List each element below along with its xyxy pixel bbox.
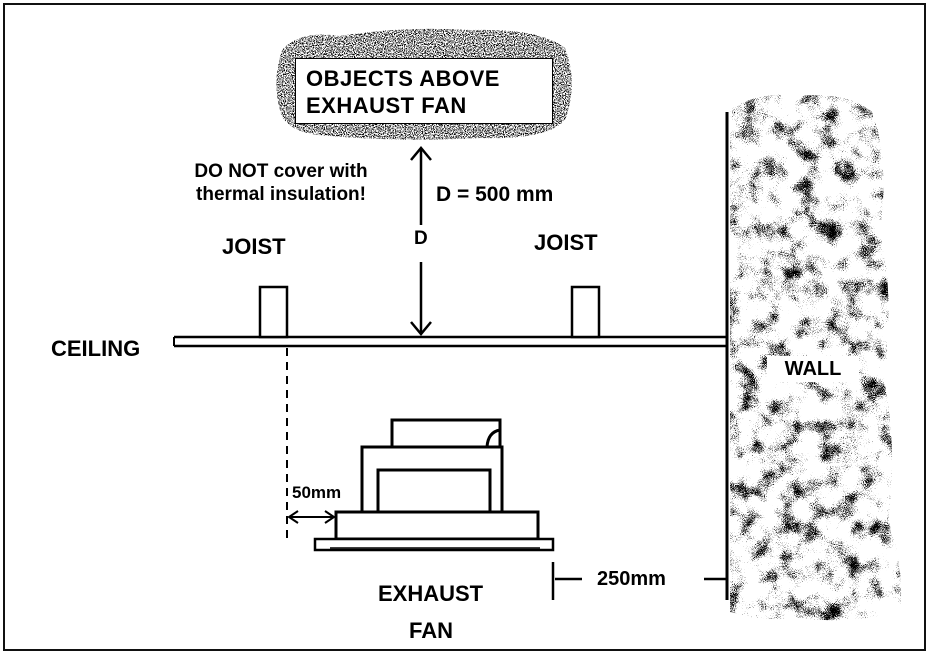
clearance-joist-label: 50mm [292, 483, 342, 502]
clearance-wall-label: 250mm [597, 568, 666, 590]
warning-line2: thermal insulation! [196, 184, 366, 205]
arrow-up-head [410, 146, 432, 161]
joist-left-shape [258, 285, 289, 339]
joist-right-shape [570, 285, 601, 339]
warning-line1: DO NOT cover with [194, 161, 368, 182]
objects-above-line2: EXHAUST FAN [306, 93, 467, 118]
fan-label-line2: FAN [409, 618, 453, 643]
distance-note: D = 500 mm [436, 183, 554, 206]
ceiling-label: CEILING [51, 336, 141, 361]
diagram-frame [3, 3, 926, 651]
arrow-down-head [410, 321, 432, 336]
exhaust-fan-shape [313, 418, 555, 552]
d-marker: D [414, 228, 428, 249]
objects-above-line1: OBJECTS ABOVE [306, 66, 500, 91]
joist-left-label: JOIST [222, 234, 286, 259]
wall-label: WALL [767, 356, 859, 382]
objects-above-box: OBJECTS ABOVE EXHAUST FAN [295, 58, 553, 124]
dim-50mm-head-left [287, 510, 299, 524]
fan-label-line1: EXHAUST [378, 581, 484, 606]
warning-note: DO NOT cover with thermal insulation! [160, 160, 402, 206]
dim-50mm-head-right [324, 510, 336, 524]
joist-right-label: JOIST [534, 230, 598, 255]
